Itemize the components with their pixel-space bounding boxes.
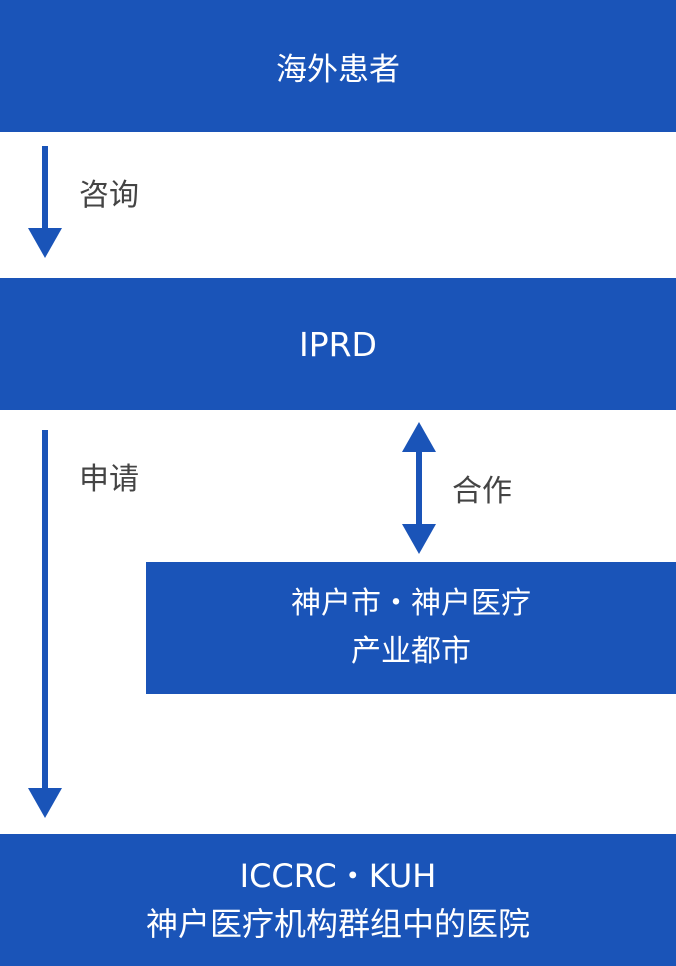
node-kobe-city: 神户市・神户医疗 产业都市 [146,562,676,694]
apply-arrow [28,430,62,818]
consult-arrow-head [28,228,62,258]
edge-apply-label: 申请 [79,462,139,497]
node-kobe-city-line1: 神户市・神户医疗 [291,586,531,621]
node-iprd-label: IPRD [299,324,377,364]
edge-consult-label: 咨询 [79,178,139,213]
node-overseas-patient-label: 海外患者 [276,51,400,88]
cooperate-arrow-head-down [402,524,436,554]
node-kobe-city-line2: 产业都市 [351,634,471,669]
node-iccrc: ICCRC・KUH 神户医疗机构群组中的医院 [0,834,676,966]
node-iccrc-line2: 神户医疗机构群组中的医院 [145,905,530,943]
node-iprd: IPRD [0,278,676,410]
cooperate-arrow [402,422,436,554]
node-overseas-patient: 海外患者 [0,0,676,132]
cooperate-arrow-head-up [402,422,436,452]
edge-cooperate-label: 合作 [452,474,512,509]
consult-arrow [28,146,62,258]
node-iccrc-line1: ICCRC・KUH [239,857,437,895]
apply-arrow-head [28,788,62,818]
